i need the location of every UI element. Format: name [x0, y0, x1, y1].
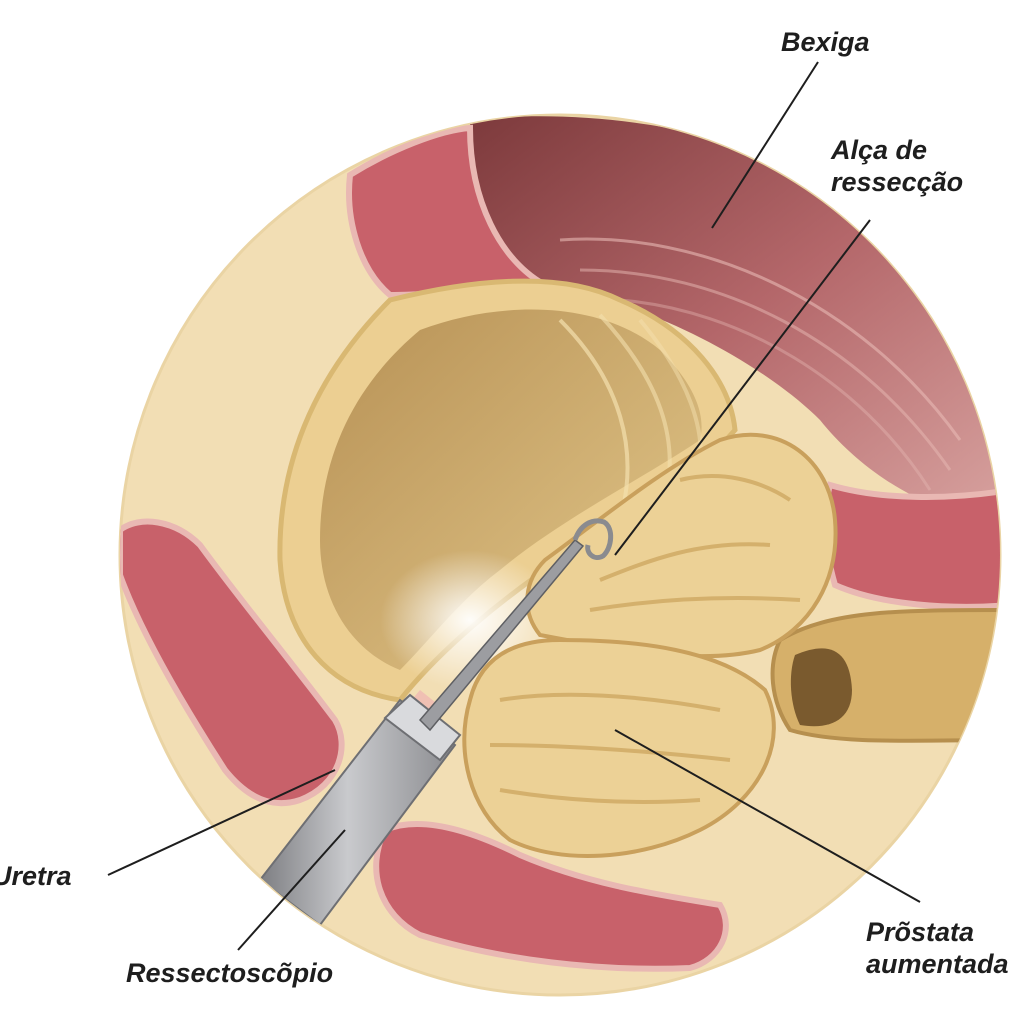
leader-ressectoscopio	[237, 829, 346, 951]
lower-left-muscle	[120, 518, 345, 807]
leader-prostata	[614, 729, 921, 903]
leader-alca	[614, 219, 871, 556]
prostate-upper-lobe	[525, 432, 838, 659]
leader-bexiga	[711, 61, 819, 229]
label-bexiga-text: Bexiga	[781, 27, 870, 57]
label-prostata-line1: Prõstata	[866, 917, 975, 947]
right-muscle	[822, 481, 1000, 610]
leader-uretra	[107, 769, 336, 876]
label-alca-line1: Alça de	[831, 135, 928, 165]
resectoscope-rod	[418, 538, 585, 732]
label-ressectoscopio-text: Ressectoscõpio	[126, 958, 334, 988]
label-alca-line2: ressecção	[831, 167, 964, 197]
label-prostata-line2: aumentada	[866, 949, 1009, 979]
label-alca-de-resseccao: Alça de ressecção	[831, 134, 963, 198]
resection-loop	[572, 518, 614, 561]
label-ressectoscopio: Ressectoscõpio	[126, 957, 333, 989]
label-prostata-aumentada: Prõstata aumentada	[866, 916, 1009, 980]
label-uretra: Uretra	[0, 860, 72, 892]
label-bexiga: Bexiga	[781, 26, 870, 58]
lower-right-muscle	[373, 821, 729, 972]
right-duct-opening	[790, 648, 852, 727]
label-uretra-text: Uretra	[0, 861, 72, 891]
